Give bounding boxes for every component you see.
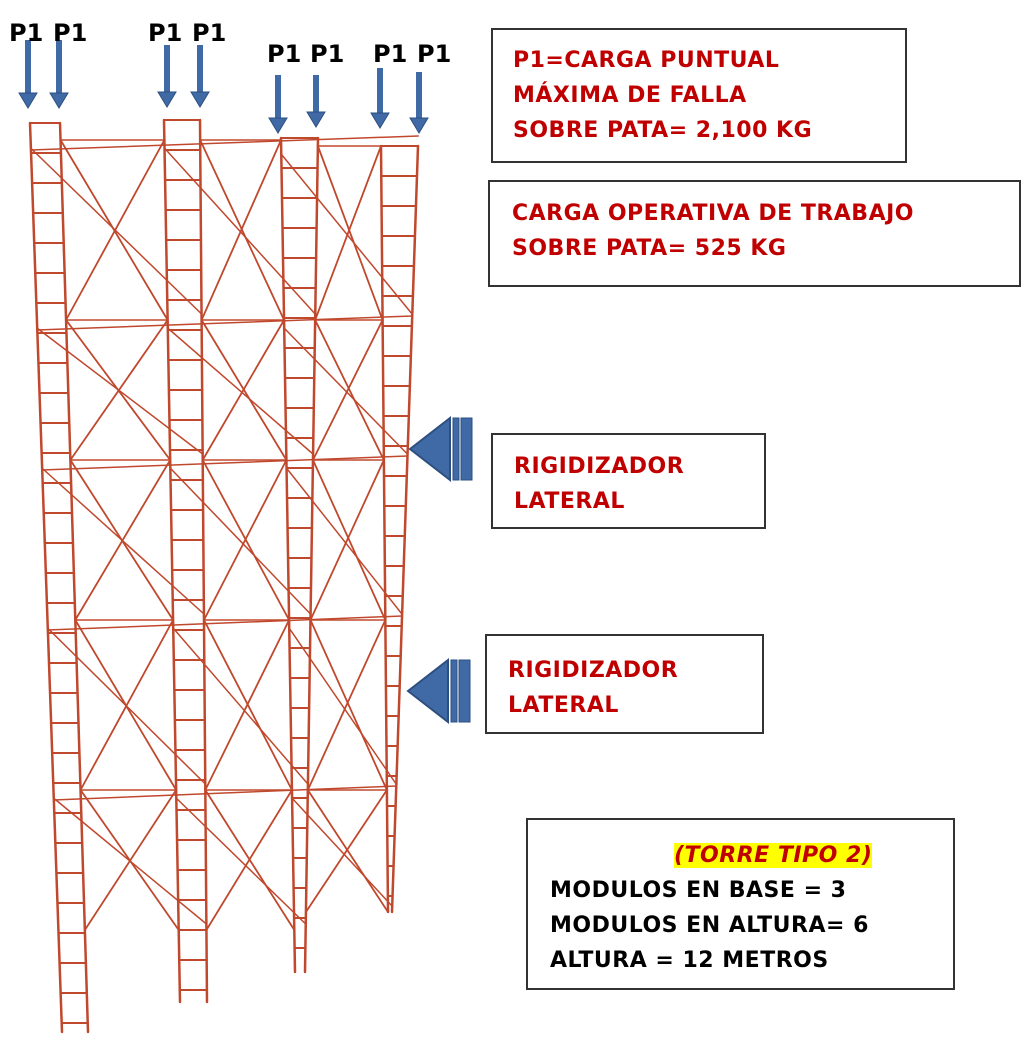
stiffener-lower-line-2: LATERAL [508,693,619,718]
scaffold-cross-brace [79,619,174,791]
scaffold-leg [303,136,320,974]
scaffold-cross-brace [288,627,397,785]
scaffold-cross-brace [52,797,208,925]
legend-working-load: CARGA OPERATIVA DE TRABAJO SOBRE PATA= 5… [488,180,1021,287]
tower-type-row: (TORRE TIPO 2) [550,838,953,873]
scaffold-cross-brace [200,139,282,321]
scaffold-cross-brace [46,627,207,785]
scaffold-cross-brace [305,789,388,913]
tower-height: ALTURA = 12 METROS [550,948,829,973]
scaffold-cross-brace [285,467,403,615]
scaffold-leg [379,144,390,914]
load-arrow-icon [18,40,38,109]
load-label-p1: P1 [53,19,88,47]
tower-modules-base: MODULOS EN BASE = 3 [550,878,847,903]
legend-working-line-1: CARGA OPERATIVA DE TRABAJO [512,201,914,226]
scaffold-cross-brace [306,619,387,791]
stiffener-arrow-icon [406,657,471,725]
tower-info-box: (TORRE TIPO 2) MODULOS EN BASE = 3 MODUL… [526,818,955,990]
load-label-p1: P1 [417,40,452,68]
load-arrow-icon [190,45,210,108]
scaffold-cross-brace [314,145,382,321]
scaffold-tie [46,615,403,631]
scaffold-tie [41,455,409,471]
scaffold-cross-brace [203,459,288,621]
stiffener-label-upper: RIGIDIZADOR LATERAL [491,433,766,529]
scaffold-cross-brace [314,319,385,461]
scaffold-cross-brace [306,789,389,913]
stiffener-upper-line-1: RIGIDIZADOR [514,454,685,479]
scaffold-cross-brace [169,467,312,615]
scaffold-leg [198,118,209,1004]
scaffold-leg [162,118,182,1004]
stiffener-arrow-icon [408,415,473,483]
scaffold-leg [390,144,420,914]
load-label-p1: P1 [9,19,44,47]
scaffold-cross-brace [201,319,285,461]
legend-failure-line-1: P1=CARGA PUNTUAL [513,48,780,73]
load-label-p1: P1 [148,19,183,47]
load-arrow-icon [370,68,390,129]
load-arrow-icon [268,75,288,134]
scaffold-cross-brace [175,797,307,925]
load-arrow-icon [409,72,429,134]
scaffold-cross-brace [204,619,290,791]
stiffener-arrows [406,415,473,725]
load-arrow-icon [49,40,69,109]
stiffener-label-lower: RIGIDIZADOR LATERAL [485,634,764,734]
stiffener-lower-line-1: RIGIDIZADOR [508,658,679,683]
scaffold-leg [279,136,297,974]
scaffold-cross-brace [283,327,409,455]
scaffold-cross-brace [83,789,178,931]
scaffold-cross-brace [316,145,384,321]
load-label-p1: P1 [310,40,345,68]
scaffold-leg [28,121,64,1034]
load-label-p1: P1 [373,40,408,68]
scaffold-cross-brace [205,789,293,931]
load-arrow-icon [157,45,177,108]
scaffold-cross-brace [29,147,203,315]
scaffold-cross-brace [41,467,205,615]
scaffold-cross-brace [163,147,316,315]
scaffold-cross-brace [312,459,387,621]
scaffold-tie [29,135,419,151]
scaffold-cross-brace [172,627,309,785]
scaffold-frame [28,118,420,1034]
scaffold-cross-brace [309,459,385,621]
load-arrows [18,40,429,134]
scaffold-cross-brace [36,327,204,455]
legend-failure-load: P1=CARGA PUNTUAL MÁXIMA DE FALLA SOBRE P… [491,28,907,163]
load-label-p1: P1 [192,19,227,47]
scaffold-cross-brace [291,797,393,907]
legend-failure-line-2: MÁXIMA DE FALLA [513,83,747,108]
tower-modules-height: MODULOS EN ALTURA= 6 [550,913,869,938]
legend-working-line-2: SOBRE PATA= 525 KG [512,236,787,261]
scaffold-tie [52,785,397,801]
load-label-p1: P1 [267,40,302,68]
scaffold-tie [36,315,413,331]
stiffener-upper-line-2: LATERAL [514,489,625,514]
scaffold-cross-brace [166,327,314,455]
scaffold-cross-brace [280,153,413,315]
scaffold-cross-brace [309,619,388,791]
load-arrow-icon [306,75,326,128]
scaffold-leg [58,121,90,1034]
scaffold-cross-brace [312,319,384,461]
legend-failure-line-3: SOBRE PATA= 2,100 KG [513,118,813,143]
tower-type: (TORRE TIPO 2) [674,843,873,868]
